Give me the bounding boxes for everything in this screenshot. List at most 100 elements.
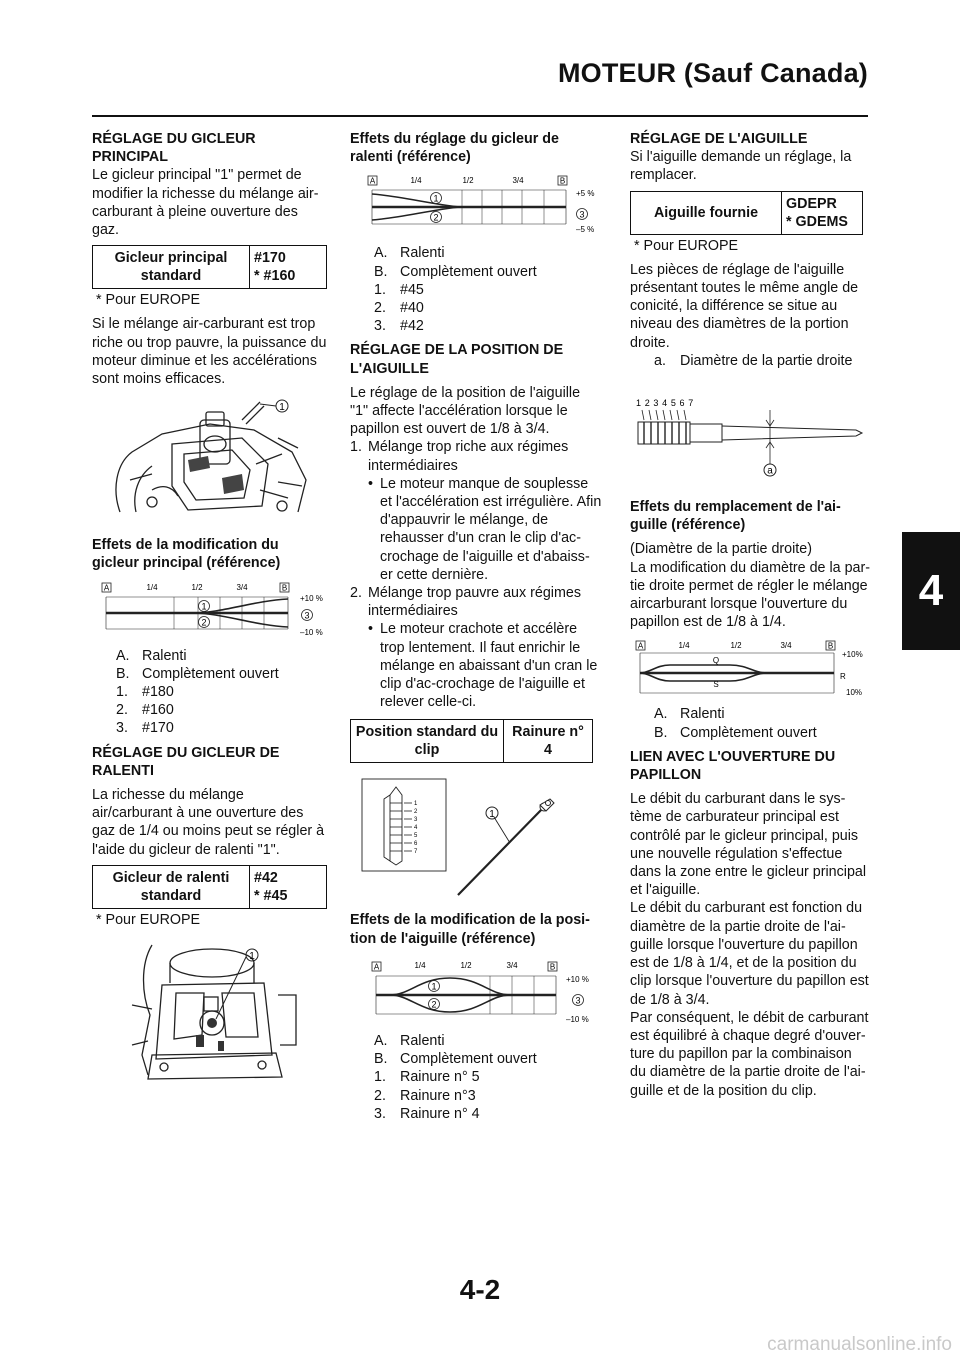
spec-value: #170 * #160 <box>249 245 327 290</box>
carburetor-main-jet-figure: 1 <box>115 399 307 513</box>
callout-1: 1 <box>249 951 255 962</box>
chart-callout-1: 1 <box>201 601 206 611</box>
legend-item: 1.Rainure n° 5 <box>374 1069 480 1086</box>
chart-tick: 3/4 <box>780 641 792 650</box>
bullet-item: •Le moteur manque de souplesse et l'accé… <box>368 475 602 583</box>
chart-tick: 1/4 <box>414 961 426 970</box>
chart-plus-label: +10 % <box>300 594 323 603</box>
figure-legend: A.Ralenti B.Complètement ouvert 1.Rainur… <box>374 1032 602 1123</box>
section-heading: RÉGLAGE DU GICLEUR PRINCIPAL <box>92 131 256 166</box>
paragraph: La modification du diamètre de la par-ti… <box>630 559 871 631</box>
chart-label-a: A <box>374 962 380 971</box>
paragraph: Si l'aiguille demande un réglage, la rem… <box>630 149 852 184</box>
numbered-item: 1.Mélange trop riche aux régimes intermé… <box>350 439 569 474</box>
paragraph: La richesse du mélange air/carburant à u… <box>92 787 325 858</box>
callout-1: 1 <box>489 809 495 820</box>
groove-number: 3 <box>414 817 418 823</box>
chart-callout-3: 3 <box>304 610 309 620</box>
legend-item: 3.Rainure n° 4 <box>374 1105 480 1122</box>
chart-label-s: S <box>713 680 718 689</box>
chart-tick: 1/2 <box>460 961 472 970</box>
page-title: MOTEUR (Sauf Canada) <box>557 58 868 88</box>
chart-minus-label: –10 % <box>566 1015 589 1024</box>
chart-plus-label: +10% <box>842 650 863 659</box>
section-heading: LIEN AVEC L'OUVERTURE DU PAPILLON <box>630 748 836 784</box>
section-heading: Effets de la modification de la posi-tio… <box>350 912 590 947</box>
callout-a: a <box>767 466 773 477</box>
chart-tick: 1/2 <box>191 583 203 592</box>
chart-callout-2: 2 <box>433 213 438 223</box>
spec-label: Aiguille fournie <box>630 190 782 235</box>
chart-tick: 3/4 <box>236 583 248 592</box>
chart-callout-1: 1 <box>433 194 438 204</box>
paragraph: Par conséquent, le débit de carburant es… <box>630 1009 869 1099</box>
table-note: * Pour EUROPE <box>634 237 739 254</box>
numbered-item: 2.Mélange trop pauvre aux régimes interm… <box>350 585 581 620</box>
figure-legend: A.Ralenti B.Complètement ouvert 1.#180 2… <box>116 647 328 738</box>
paragraph: Le débit du carburant dans le sys-tème d… <box>630 791 867 899</box>
legend-item: A.Ralenti <box>374 1032 445 1049</box>
spec-value: GDEPR * GDEMS <box>781 190 863 235</box>
groove-number: 2 <box>414 809 418 815</box>
table-note: * Pour EUROPE <box>96 911 201 928</box>
legend-item: B.Complètement ouvert <box>654 724 817 741</box>
chart-callout-1: 1 <box>431 981 436 991</box>
needle-clip-figure: 1 2 3 4 5 6 7 1 <box>361 779 555 897</box>
chart-tick: 3/4 <box>506 961 518 970</box>
chart-label-a: A <box>104 583 110 592</box>
spec-value: #42 * #45 <box>249 864 327 909</box>
spec-table-needle: Aiguille fournie GDEPR * GDEMS <box>630 190 863 235</box>
chart-label-r: R <box>840 672 846 681</box>
pilot-jet-effect-chart: A B 1/4 1/2 3/4 +5 % –5 % 1 <box>367 176 594 234</box>
paragraph: Le débit du carburant est fonction du di… <box>630 900 869 1008</box>
chart-label-a: A <box>638 642 644 651</box>
spec-table-main-jet: Gicleur principal standard #170 * #160 <box>92 245 327 290</box>
legend-item: B.Complètement ouvert <box>374 1051 537 1068</box>
chart-tick: 1/2 <box>462 176 474 185</box>
chart-label-b: B <box>560 177 565 186</box>
legend-item: B.Complètement ouvert <box>374 263 537 280</box>
chart-label-b: B <box>550 962 555 971</box>
paragraph: (Diamètre de la partie droite) <box>630 541 812 558</box>
chart-tick: 1/4 <box>146 583 158 592</box>
section-heading: Effets du réglage du gicleur de ralenti … <box>350 131 559 166</box>
section-heading: RÉGLAGE DE LA POSITION DE L'AIGUILLE <box>350 342 564 377</box>
chart-label-a: A <box>370 177 376 186</box>
legend-item: 3.#42 <box>374 318 424 335</box>
column-1: RÉGLAGE DU GICLEUR PRINCIPAL Le gicleur … <box>92 130 328 1085</box>
paragraph: Si le mélange air-carburant est trop ric… <box>92 316 327 388</box>
legend-item: 2.#160 <box>116 702 174 719</box>
needle-replacement-effect-chart: A B 1/4 1/2 3/4 +10% 10% R Q S <box>635 641 863 697</box>
groove-numbers: 1 2 3 4 5 6 7 <box>636 398 694 408</box>
chart-label-b: B <box>828 642 833 651</box>
callout-1: 1 <box>279 402 285 413</box>
column-3: RÉGLAGE DE L'AIGUILLE Si l'aiguille dema… <box>630 130 870 1100</box>
figure-legend: A.Ralenti B.Complètement ouvert <box>654 705 870 741</box>
groove-number: 5 <box>414 833 418 839</box>
chart-label-q: Q <box>713 656 719 665</box>
section-heading: Effets du remplacement de l'ai-guille (r… <box>630 499 841 534</box>
paragraph: Le gicleur principal "1" permet de modif… <box>92 167 319 239</box>
spec-label: Gicleur de ralenti standard <box>92 864 250 909</box>
spec-label: Gicleur principal standard <box>92 245 250 290</box>
bullet-item: •Le moteur crachote et accélère trop len… <box>368 621 598 711</box>
carburetor-pilot-jet-figure: 1 <box>131 944 297 1080</box>
section-heading: RÉGLAGE DE L'AIGUILLE <box>630 131 808 147</box>
spec-label: Position standard du clip <box>350 719 504 764</box>
main-jet-effect-chart: A B 1/4 1/2 3/4 +10 % –10 % 1 <box>101 582 323 637</box>
spec-value-2: * #160 <box>254 268 296 285</box>
chart-plus-label: +10 % <box>566 975 589 984</box>
legend-item: 1.#45 <box>374 281 424 298</box>
legend-item: 3.#170 <box>116 720 174 737</box>
chart-tick: 1/2 <box>730 641 742 650</box>
groove-number: 1 <box>414 801 418 807</box>
watermark: carmanualsonline.info <box>767 1334 952 1355</box>
section-heading: Effets de la modification du gicleur pri… <box>92 537 281 572</box>
spec-value-1: GDEPR <box>786 195 837 212</box>
chart-callout-3: 3 <box>575 995 580 1005</box>
chart-callout-2: 2 <box>431 999 436 1009</box>
legend-item: A.Ralenti <box>374 245 445 262</box>
spec-table-pilot-jet: Gicleur de ralenti standard #42 * #45 <box>92 864 327 909</box>
chapter-tab: 4 <box>902 532 960 650</box>
chart-tick: 3/4 <box>512 176 524 185</box>
